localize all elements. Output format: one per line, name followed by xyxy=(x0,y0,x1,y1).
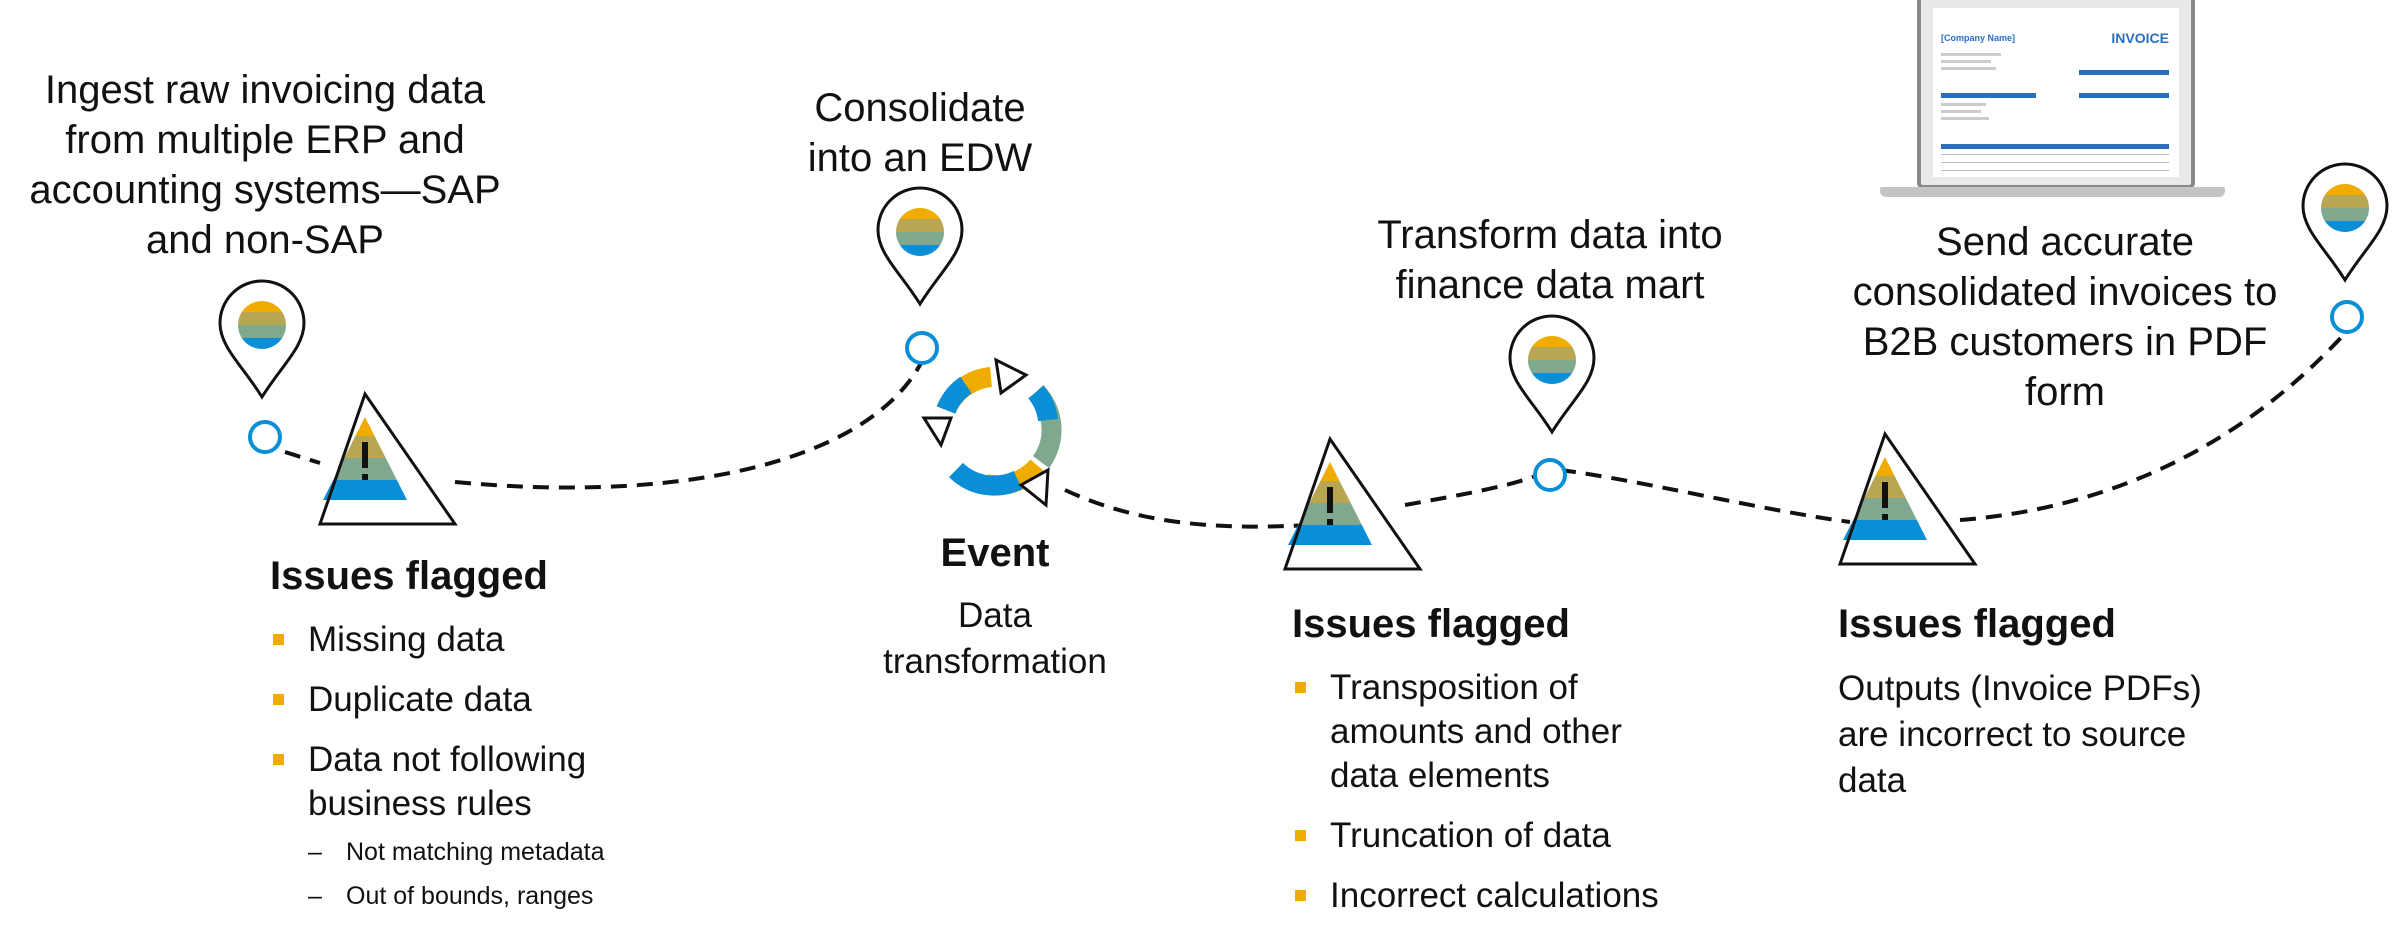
issues-list: Transposition of amounts and other data … xyxy=(1292,666,1732,918)
journey-diagram xyxy=(0,0,2400,915)
invoice-document: [Company Name] INVOICE xyxy=(1933,8,2179,177)
invoice-company-name: [Company Name] xyxy=(1941,33,2016,43)
sub-list-item-text: Not matching metadata xyxy=(346,838,605,866)
list-item: Transposition of amounts and other data … xyxy=(1292,666,1732,798)
list-item: Duplicate data xyxy=(270,678,690,722)
step-transform-text: Transform data into finance data mart xyxy=(1377,213,1723,307)
event-description: Data transformation xyxy=(883,596,1107,681)
laptop-invoice-icon: [Company Name] INVOICE xyxy=(1880,0,2225,200)
list-item-text: Incorrect calculations xyxy=(1330,876,1659,915)
warning-triangle-icon xyxy=(1840,434,1975,564)
map-pin-icon xyxy=(1510,316,1594,432)
sub-list-item: Not matching metadata xyxy=(308,830,690,874)
cycle-arrows-icon xyxy=(921,357,1062,508)
warning-triangle-icon xyxy=(320,394,455,524)
location-dot xyxy=(248,420,282,454)
list-item: Missing data xyxy=(270,618,690,662)
list-item: Incorrect calculations xyxy=(1292,874,1732,918)
issues-block-1: Issues flagged Missing data Duplicate da… xyxy=(270,552,690,934)
step-ingest-text: Ingest raw invoicing data from multiple … xyxy=(29,68,501,262)
map-pin-icon xyxy=(2303,164,2387,280)
sub-list: Not matching metadata Out of bounds, ran… xyxy=(308,830,690,918)
list-item-text: Truncation of data xyxy=(1330,816,1611,855)
step-consolidate-label: Consolidate into an EDW xyxy=(760,83,1080,183)
journey-path xyxy=(284,328,2350,529)
step-send-label: Send accurate consolidated invoices to B… xyxy=(1815,217,2315,417)
list-item-text: Missing data xyxy=(308,620,505,659)
list-item: Data not following business rules Not ma… xyxy=(270,738,690,918)
sub-list-item-text: Out of bounds, ranges xyxy=(346,882,594,910)
warning-triangle-icon xyxy=(1285,439,1420,569)
location-dot xyxy=(2330,300,2364,334)
step-consolidate-text: Consolidate into an EDW xyxy=(807,86,1033,180)
sub-list-item: Out of bounds, ranges xyxy=(308,874,690,918)
location-dot xyxy=(1533,458,1567,492)
step-send-text: Send accurate consolidated invoices to B… xyxy=(1852,220,2278,414)
step-ingest-label: Ingest raw invoicing data from multiple … xyxy=(20,65,510,265)
pin-ingest xyxy=(220,281,304,454)
pin-consolidate xyxy=(878,188,962,365)
list-item-text: Transposition of amounts and other data … xyxy=(1330,668,1622,795)
map-pin-icon xyxy=(878,188,962,304)
issues-title: Issues flagged xyxy=(1292,602,1570,646)
event-title: Event xyxy=(940,531,1050,575)
pin-send xyxy=(2303,164,2387,334)
issues-title: Issues flagged xyxy=(270,554,548,598)
issues-block-2: Issues flagged Transposition of amounts … xyxy=(1292,600,1732,934)
laptop-screen: [Company Name] INVOICE xyxy=(1917,0,2195,189)
list-item: Truncation of data xyxy=(1292,814,1732,858)
event-block: Event Data transformation xyxy=(830,527,1160,685)
step-transform-label: Transform data into finance data mart xyxy=(1330,210,1770,310)
location-dot xyxy=(905,331,939,365)
map-pin-icon xyxy=(220,281,304,397)
pin-transform xyxy=(1510,316,1594,492)
list-item-text: Data not following business rules xyxy=(308,740,587,823)
issues-list: Missing data Duplicate data Data not fol… xyxy=(270,618,690,918)
issues-text: Outputs (Invoice PDFs) are incorrect to … xyxy=(1838,669,2202,800)
laptop-base xyxy=(1880,187,2225,197)
issues-block-3: Issues flagged Outputs (Invoice PDFs) ar… xyxy=(1838,600,2278,804)
list-item-text: Duplicate data xyxy=(308,680,532,719)
invoice-title: INVOICE xyxy=(2111,30,2169,46)
issues-title: Issues flagged xyxy=(1838,602,2116,646)
